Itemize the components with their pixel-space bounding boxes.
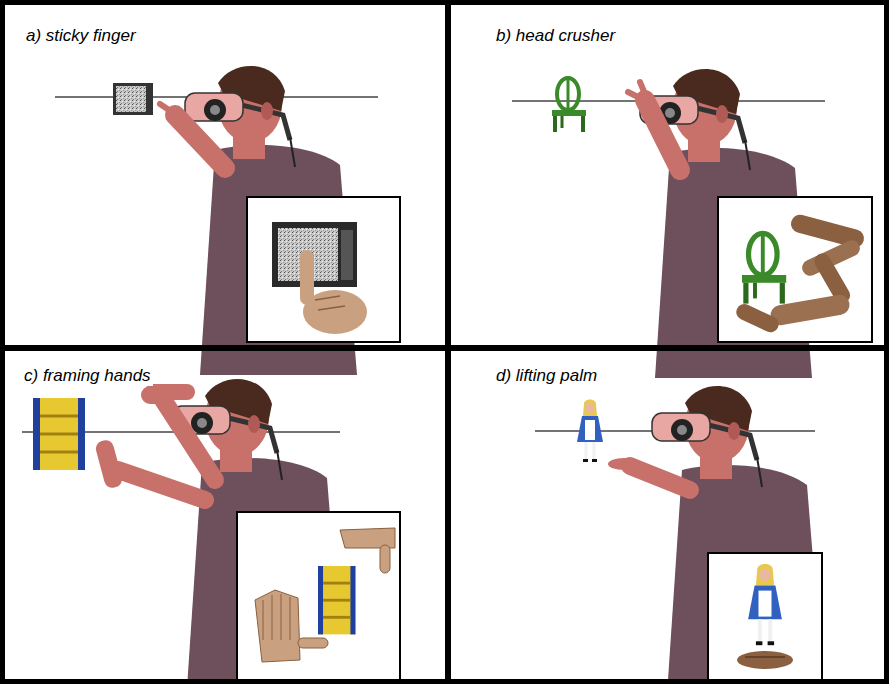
panel: d) lifting palm [452, 352, 883, 678]
panel-b-art [512, 69, 872, 378]
panel-c-art [22, 379, 400, 684]
panel-title: c) framing hands [22, 366, 153, 386]
panel-a-art [55, 66, 400, 375]
panel: c) framing hands [6, 352, 445, 678]
panel-title: a) sticky finger [24, 26, 138, 46]
panel-title: d) lifting palm [494, 366, 599, 386]
panel: b) head crusher [452, 6, 883, 345]
panel-d-art [535, 386, 824, 684]
panel: a) sticky finger [6, 6, 445, 345]
panel-title: b) head crusher [494, 26, 617, 46]
